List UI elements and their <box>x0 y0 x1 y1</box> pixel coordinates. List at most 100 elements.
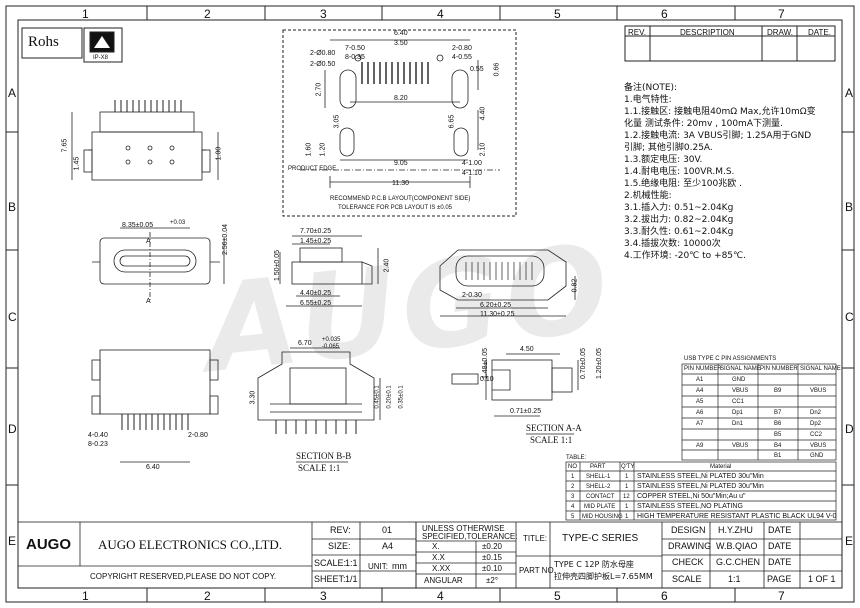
rev-label: REV: <box>330 525 351 535</box>
grid-row-d-left: D <box>8 422 17 436</box>
rev-header-date: DATE. <box>808 28 831 37</box>
grid-col-4-bottom: 4 <box>437 589 444 603</box>
grid-row-e-left: E <box>8 534 17 548</box>
top-view-drawing <box>71 100 219 181</box>
partno-line-1: TYPE C 12P 防水母座 <box>554 560 634 569</box>
pin-header-2: SIGNAL NAME <box>720 366 761 372</box>
pcb-dim-3-05: 3.05 <box>333 114 341 129</box>
pin-row-4-c1: A6 <box>696 410 704 416</box>
seca-dim-1-48: 1.48±0.05 <box>482 347 490 380</box>
pcb-dim-11-30: 11.30 <box>392 180 409 187</box>
pcb-caption-2: TOLERANCE FOR PCB LAYOUT IS ±0.05 <box>338 205 452 211</box>
rev-header-description: DESCRIPTION <box>680 28 735 37</box>
pcb-dim-1-20: 1.20 <box>319 142 327 157</box>
pin-header-3: PIN NUMBER <box>760 366 798 372</box>
grid-row-a-left: A <box>8 86 17 100</box>
section-a-scale: SCALE 1:1 <box>530 435 573 445</box>
check-value: G.C.CHEN <box>716 557 761 567</box>
bom-row-5-material: HIGH TEMPERATURE RESISTANT PLASTIC BLACK… <box>637 513 837 520</box>
grid-col-4-top: 4 <box>437 7 444 21</box>
design-value: H.Y.ZHU <box>718 525 753 535</box>
section-b-scale: SCALE 1:1 <box>298 463 341 473</box>
pcb-dim-7-0-50: 7-0.50 <box>345 45 365 52</box>
bottom-dim-4-0-40: 4-0.40 <box>88 432 108 439</box>
unit-value: mm <box>392 561 407 571</box>
grid-col-6-top: 6 <box>661 7 668 21</box>
pin-row-7-c4: VBUS <box>810 443 827 449</box>
pcb-dim-2-10: 2.10 <box>479 142 487 157</box>
pcb-dim-4-0-55: 4-0.55 <box>452 54 472 61</box>
size-label: SIZE: <box>328 541 351 551</box>
bom-row-2-qty: 1 <box>625 484 629 490</box>
bom-row-3-part: CONTACT <box>586 494 615 500</box>
pcb-dim-6-65: 6.65 <box>448 114 456 129</box>
grid-col-1-bottom: 1 <box>82 589 89 603</box>
seca-dim-4-50: 4.50 <box>520 346 534 353</box>
sheet-label: SHEET: <box>314 574 346 584</box>
pcb-dim-2-d0-50: 2-Ø0.50 <box>310 61 336 68</box>
note-line-1: 1.电气特性: <box>624 95 672 105</box>
grid-row-b-left: B <box>8 200 17 214</box>
secb-dim-0-20: 0.20±0.1 <box>386 385 393 409</box>
grid-col-5-bottom: 5 <box>554 589 561 603</box>
copyright-text: COPYRIGHT RESERVED,PLEASE DO NOT COPY. <box>90 572 277 581</box>
note-line-2: 1.1.接触区: 接触电阻40mΩ Max,允许10mΩ变 <box>624 107 816 117</box>
pcb-dim-2-70: 2.70 <box>315 82 323 97</box>
iso-dim-6-20: 6.20±0.25 <box>480 302 512 309</box>
grid-col-3-top: 3 <box>320 7 327 21</box>
secb-dim-6-70: 6.70 <box>298 340 312 347</box>
pcb-dim-9-05: 9.05 <box>394 160 408 167</box>
pin-row-5-c4: Dp2 <box>810 421 822 427</box>
pin-row-2-c1: A4 <box>696 388 704 394</box>
iso-view-drawing <box>439 249 576 317</box>
product-edge-label: PRODUCT EDGE <box>288 166 337 172</box>
bom-header-material: Material <box>710 464 732 470</box>
pin-row-7-c2: VBUS <box>732 443 749 449</box>
pin-row-5-c2: Dn1 <box>732 421 744 427</box>
bottom-dim-2-0-80: 2-0.80 <box>188 432 208 439</box>
section-a-drawing <box>451 353 579 435</box>
grid-col-1-top: 1 <box>82 7 89 21</box>
check-date-label: DATE <box>768 557 792 567</box>
design-date-label: DATE <box>768 525 792 535</box>
tolerance-header-1: UNLESS OTHERWISE <box>422 524 505 533</box>
grid-row-d-right: D <box>845 422 854 436</box>
pin-header-4: SIGNAL NAME <box>800 366 841 372</box>
pin-row-4-c2: Dp1 <box>732 410 744 416</box>
pin-row-4-c4: Dn2 <box>810 410 822 416</box>
secb-dim-plus: +0.035 <box>322 337 341 343</box>
pin-header-1: PIN NUMBER <box>684 366 722 372</box>
sheet-value: 1/1 <box>345 574 358 584</box>
scale2-label: SCALE <box>672 574 702 584</box>
bom-row-4-qty: 1 <box>625 504 629 510</box>
pcb-dim-1-60: 1.60 <box>305 142 313 157</box>
size-value: A4 <box>382 541 394 551</box>
bom-row-3-qty: 12 <box>623 494 630 500</box>
note-line-6: 1.3.额定电压: 30V. <box>624 155 703 165</box>
tol-val-4: ±2° <box>486 576 499 585</box>
rohs-label: Rohs <box>28 34 59 50</box>
grid-col-5-top: 5 <box>554 7 561 21</box>
note-line-7: 1.4.耐电电压: 100VR.M.S. <box>624 167 735 177</box>
company-name: AUGO ELECTRONICS CO.,LTD. <box>98 537 283 552</box>
seca-dim-0-70: 0.70±0.05 <box>580 347 588 380</box>
section-b-title: SECTION B-B <box>296 451 352 461</box>
rev-value: 01 <box>382 525 393 535</box>
iso-dim-2-0-30: 2-0.30 <box>462 292 482 299</box>
pcb-caption-1: RECOMMEND P.C.B LAYOUT(COMPONENT SIDE) <box>330 196 471 202</box>
page-label: PAGE <box>767 574 792 584</box>
brand-logo: AUGO <box>26 536 71 553</box>
rev-header-draw: DRAW. <box>767 28 793 37</box>
tol-key-4: ANGULAR <box>424 576 463 585</box>
pcb-dim-8-20: 8.20 <box>394 95 408 102</box>
seca-dim-0-71: 0.71±0.25 <box>510 408 542 415</box>
note-line-10: 3.1.插入力: 0.51~2.04Kg <box>624 203 734 213</box>
tol-key-2: X.X <box>432 553 445 562</box>
bom-header-no: NO <box>568 464 577 470</box>
pin-row-4-c3: B7 <box>774 410 782 416</box>
secb-dim-0-35: 0.35±0.1 <box>398 385 405 409</box>
drawing-value: W.B.QIAO <box>716 541 758 551</box>
rev-header-rev: REV. <box>628 28 646 37</box>
pcb-layout-drawing <box>300 39 500 188</box>
section-a-title: SECTION A-A <box>526 423 582 433</box>
